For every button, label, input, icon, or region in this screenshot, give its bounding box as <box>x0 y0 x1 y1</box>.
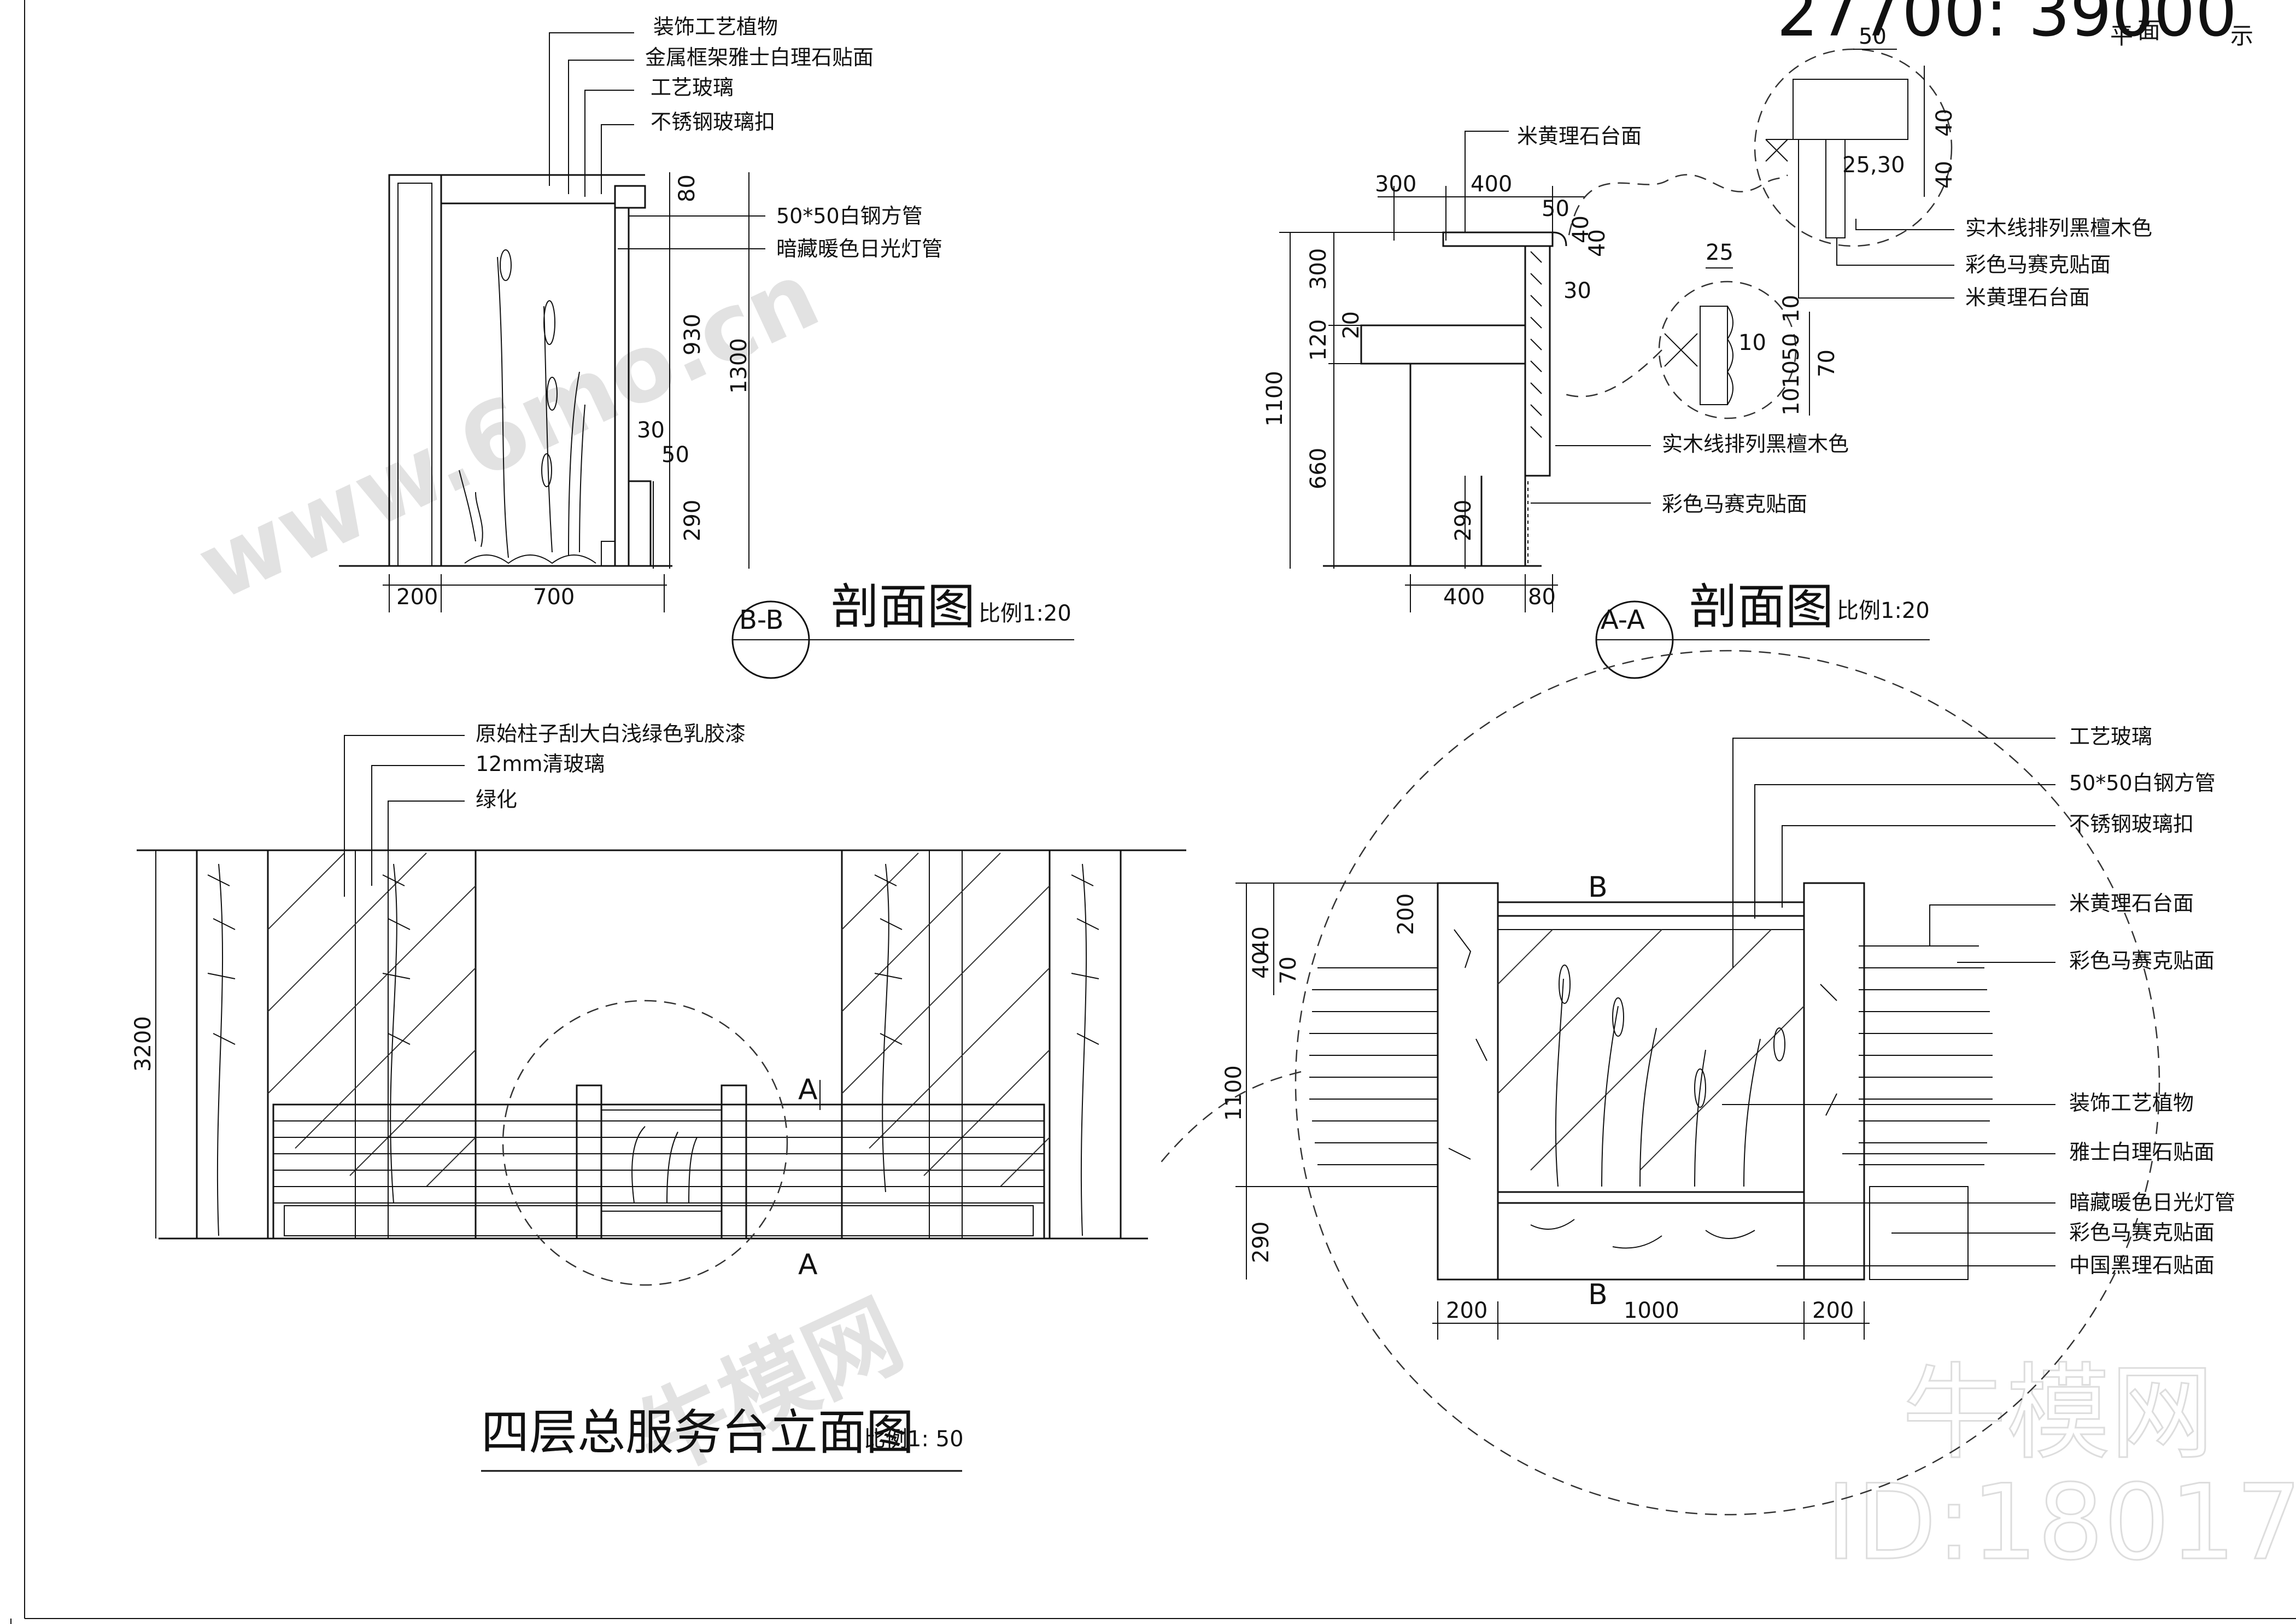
bb-callout-4: 不锈钢玻璃扣 <box>651 110 775 134</box>
bb-title: 剖面图 <box>831 579 975 635</box>
aa-d1-dim-1: 50 <box>1859 24 1887 49</box>
detail-callout-5: 彩色马赛克贴面 <box>2069 949 2215 973</box>
elev-callout-1: 原始柱子刮大白浅绿色乳胶漆 <box>476 722 746 746</box>
detail-dim-l4: 70 <box>1276 956 1301 984</box>
watermark-id: ID:180179 <box>1826 1462 2296 1583</box>
detail-elevation: B B 200 40 40 70 1100 290 200 1000 200 工… <box>1158 650 2235 1516</box>
aa-callout-2: 彩色马赛克贴面 <box>1662 492 1807 516</box>
bb-callout-2: 金属框架雅士白理石贴面 <box>645 45 874 69</box>
corner-label-1: 平 <box>2110 22 2133 49</box>
bb-tag: B-B <box>739 605 783 635</box>
watermark-brand-large: 牛模网 <box>1902 1353 2214 1474</box>
elevation: A A 原始柱子刮大白浅绿色乳胶漆 12mm清玻璃 绿化 3200 四层总服务台… <box>131 722 1186 1472</box>
aa-d1-dim-3: 40 <box>1932 161 1957 189</box>
aa-dim-t3: 50 <box>1542 196 1569 221</box>
aa-dim-s3: 30 <box>1563 278 1591 303</box>
detail-callout-3: 不锈钢玻璃扣 <box>2069 812 2194 836</box>
aa-d2-dim-1: 25 <box>1706 240 1733 265</box>
bb-dim-v4: 30 <box>637 418 665 443</box>
detail-callout-6: 装饰工艺植物 <box>2069 1091 2194 1115</box>
watermark-brand: 牛模网 <box>620 1281 918 1497</box>
detail-dim-b2: 1000 <box>1624 1298 1679 1323</box>
bb-callout-6: 暗藏暖色日光灯管 <box>776 237 942 261</box>
detail-dim-b1: 200 <box>1446 1298 1487 1323</box>
bb-dim-b2: 700 <box>533 585 575 610</box>
elev-marker-a-bottom: A <box>798 1248 818 1281</box>
detail-callout-10: 中国黑理石贴面 <box>2069 1253 2215 1277</box>
detail-marker-b-bottom: B <box>1588 1278 1608 1311</box>
aa-dim-l4: 1100 <box>1262 371 1287 427</box>
watermark-layer: 牛模网 www.6mo.cn 牛模网 ID:180179 <box>183 241 2296 1584</box>
detail-callout-9: 彩色马赛克贴面 <box>2069 1220 2215 1245</box>
bb-dim-b1: 200 <box>396 585 438 610</box>
bb-dim-v3: 1300 <box>727 338 752 394</box>
aa-top-label: 米黄理石台面 <box>1517 124 1642 148</box>
bb-callout-3: 工艺玻璃 <box>651 75 734 100</box>
detail-callout-8: 暗藏暖色日光灯管 <box>2069 1190 2235 1214</box>
aa-d1-dim-2: 40 <box>1932 109 1957 137</box>
detail-callout-2: 50*50白钢方管 <box>2069 771 2216 795</box>
aa-tag: A-A <box>1601 605 1645 635</box>
bb-callout-1: 装饰工艺植物 <box>653 15 778 39</box>
aa-dim-t2: 400 <box>1471 172 1512 197</box>
aa-scale: 比例1:20 <box>1837 598 1930 623</box>
elev-callout-3: 绿化 <box>476 787 517 811</box>
aa-d2-dim-6: 10 <box>1779 388 1804 416</box>
elev-title: 四层总服务台立面图 <box>481 1404 914 1461</box>
detail-dim-l5: 1100 <box>1221 1065 1246 1121</box>
detail-dim-l1: 200 <box>1393 893 1419 935</box>
detail-dim-l3: 40 <box>1249 951 1274 979</box>
detail-callout-1: 工艺玻璃 <box>2069 725 2152 749</box>
detail-dim-b3: 200 <box>1812 1298 1854 1323</box>
aa-dim-b1: 400 <box>1443 585 1485 610</box>
detail-callout-4: 米黄理石台面 <box>2069 891 2194 915</box>
aa-d2-dim-7: 70 <box>1814 349 1840 377</box>
aa-dim-l3: 20 <box>1339 311 1364 339</box>
aa-callout-1: 实木线排列黑檀木色 <box>1662 432 1849 456</box>
elev-scale: 比例1: 50 <box>864 1427 964 1452</box>
aa-d2-dim-5: 10 <box>1779 360 1804 388</box>
aa-d2-dim-3: 10 <box>1779 295 1804 323</box>
aa-d1-dim-4: 25,30 <box>1842 153 1905 178</box>
aa-d1-label-3: 米黄理石台面 <box>1965 285 2090 309</box>
aa-d1-label-1: 实木线排列黑檀木色 <box>1965 216 2152 240</box>
aa-dim-l1: 300 <box>1306 248 1331 290</box>
elev-callout-2: 12mm清玻璃 <box>476 752 605 776</box>
detail-dim-l6: 290 <box>1249 1222 1274 1263</box>
bb-dim-v2: 930 <box>680 314 705 355</box>
header: 27700: 39000 平 面 示 <box>10 0 2253 1624</box>
corner-label-3: 示 <box>2230 22 2253 49</box>
aa-d2-dim-4: 50 <box>1779 333 1804 361</box>
aa-d2-dim-2: 10 <box>1738 330 1766 355</box>
watermark-site: www.6mo.cn <box>183 241 835 622</box>
aa-dim-290: 290 <box>1451 500 1476 541</box>
bb-dim-v6: 290 <box>680 500 705 541</box>
aa-dim-s1: 40 <box>1568 215 1594 243</box>
elev-dim-height: 3200 <box>131 1016 156 1072</box>
sheet-scale-ratio: 27700: 39000 <box>1777 0 2237 51</box>
detail-dim-l2: 40 <box>1249 926 1274 954</box>
elev-marker-a-top: A <box>798 1073 818 1106</box>
bb-dim-v5: 50 <box>661 442 689 468</box>
detail-marker-b-top: B <box>1588 871 1608 904</box>
section-bb: 装饰工艺植物 金属框架雅士白理石贴面 工艺玻璃 不锈钢玻璃扣 50*50白钢方管… <box>339 15 1074 679</box>
aa-dim-t1: 300 <box>1375 172 1416 197</box>
bb-callout-5: 50*50白钢方管 <box>776 204 923 228</box>
detail-callout-7: 雅士白理石贴面 <box>2069 1140 2215 1164</box>
bb-dim-v1: 80 <box>675 174 700 202</box>
aa-d1-label-2: 彩色马赛克贴面 <box>1965 253 2111 277</box>
aa-dim-s2: 40 <box>1585 229 1610 257</box>
aa-title: 剖面图 <box>1689 579 1834 635</box>
corner-label-2: 面 <box>2137 17 2160 44</box>
aa-dim-b2: 80 <box>1528 585 1556 610</box>
section-aa: 300 400 50 40 40 30 米黄理石台面 300 120 20 11… <box>1262 24 2152 679</box>
aa-dim-l2: 120 <box>1306 319 1331 361</box>
aa-dim-l5: 660 <box>1306 448 1331 489</box>
bb-scale: 比例1:20 <box>979 601 1071 626</box>
